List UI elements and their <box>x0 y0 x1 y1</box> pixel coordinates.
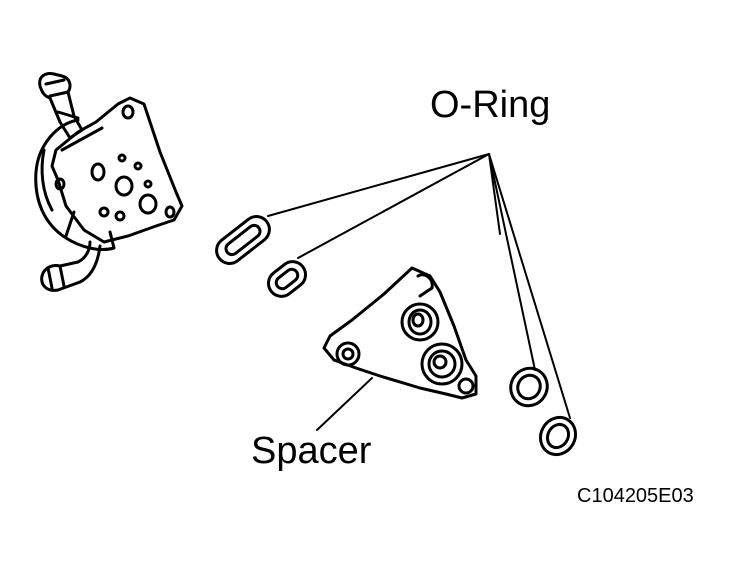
figure-code: C104205E03 <box>577 485 694 507</box>
spacer-plate <box>322 266 478 400</box>
oring-left-small <box>266 260 308 298</box>
oring-label: O-Ring <box>430 84 551 126</box>
spacer-label: Spacer <box>251 430 372 472</box>
cooler-body <box>34 118 116 252</box>
cooler-housing <box>34 72 184 292</box>
spacer-leader-line <box>316 377 373 431</box>
oring-right-lower <box>538 415 578 457</box>
oring-leader-lines <box>267 153 571 419</box>
oring-right-upper <box>509 366 549 408</box>
cooler-flange <box>50 96 184 244</box>
top-pipe-fitting <box>38 72 84 140</box>
oring-left-large <box>215 215 271 265</box>
bottom-pipe-fitting <box>40 240 102 292</box>
